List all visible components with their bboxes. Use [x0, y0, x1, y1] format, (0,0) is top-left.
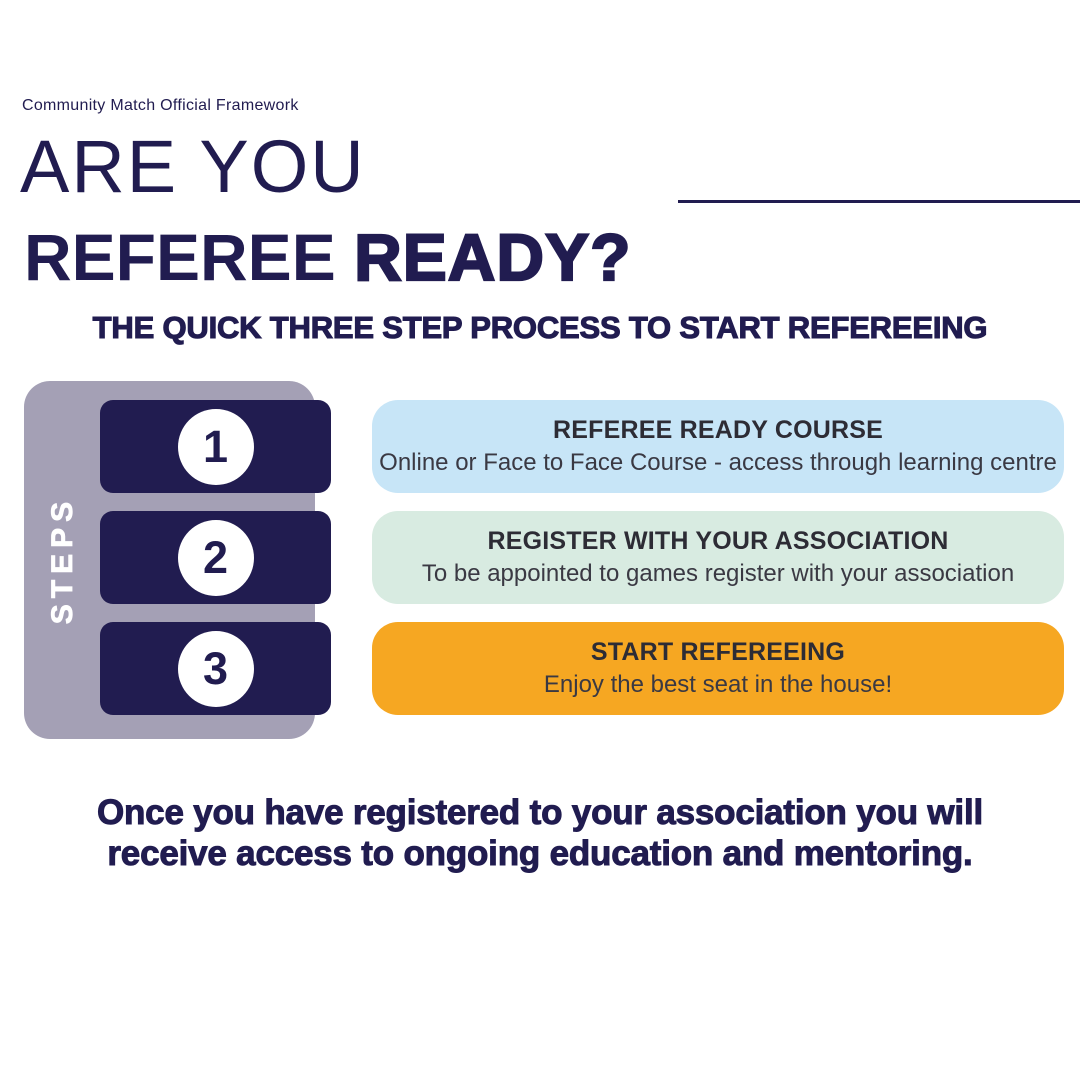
step-info-title-3: START REFEREEING — [590, 638, 846, 666]
step-info-description-3: Enjoy the best seat in the house! — [543, 671, 893, 698]
step-info-title-1: REFEREE READY COURSE — [553, 416, 883, 444]
step-info-box-1: REFEREE READY COURSE Online or Face to F… — [372, 400, 1064, 493]
steps-label-strip: STEPS — [24, 381, 102, 739]
page-title-line2-heavy: READY? — [353, 219, 632, 295]
step-info-box-3: START REFEREEING Enjoy the best seat in … — [372, 622, 1064, 715]
step-number-2: 2 — [202, 531, 229, 583]
footer-note-line2: receive access to ongoing education and … — [107, 833, 973, 873]
kicker-text: Community Match Official Framework — [22, 97, 299, 114]
step-circle-1: 1 — [177, 408, 254, 485]
step-info-description-2: To be appointed to games register with y… — [421, 560, 1015, 587]
page-title-line2-regular: REFEREE — [24, 220, 355, 294]
step-circle-2: 2 — [177, 519, 254, 596]
step-info-description-1: Online or Face to Face Course - access t… — [379, 449, 1057, 476]
step-number-1: 1 — [202, 420, 229, 472]
page-title-line1: ARE YOU — [20, 125, 366, 208]
footer-note-line1: Once you have registered to your associa… — [96, 793, 984, 833]
step-chip-3: 3 — [100, 622, 331, 715]
step-circle-3: 3 — [177, 630, 254, 707]
step-info-box-2: REGISTER WITH YOUR ASSOCIATION To be app… — [372, 511, 1064, 604]
step-number-3: 3 — [202, 642, 229, 694]
steps-vertical-label: STEPS — [46, 495, 80, 625]
title-divider-line — [678, 200, 1080, 203]
step-info-title-2: REGISTER WITH YOUR ASSOCIATION — [487, 527, 949, 555]
step-chip-1: 1 — [100, 400, 331, 493]
page-title-line2: REFEREE READY? — [24, 219, 632, 295]
page-subtitle: THE QUICK THREE STEP PROCESS TO START RE… — [92, 309, 988, 345]
step-chip-2: 2 — [100, 511, 331, 604]
footer-note: Once you have registered to your associa… — [0, 793, 1080, 875]
